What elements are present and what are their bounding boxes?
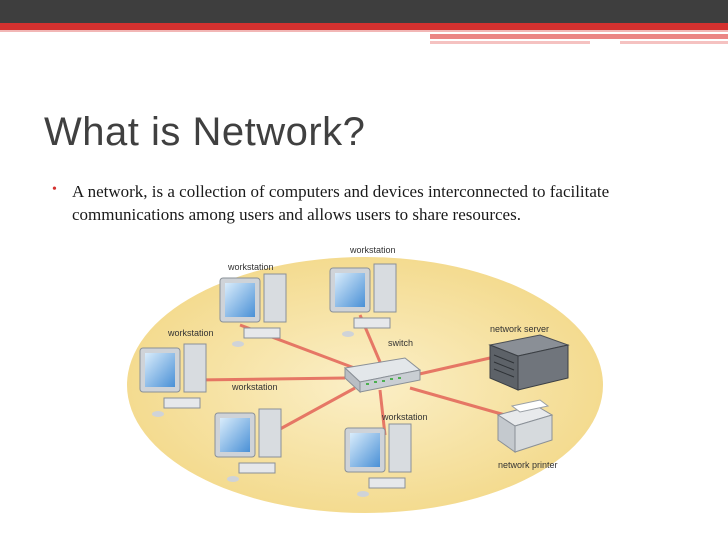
- network-printer: [496, 399, 554, 453]
- workstation-mid-left: [139, 343, 207, 417]
- workstation-top-left: [219, 273, 287, 347]
- label-workstation-top-left: workstation: [227, 262, 274, 272]
- network-diagram: workstation workstation workstation work…: [127, 245, 603, 513]
- label-network-printer: network printer: [498, 460, 558, 470]
- slide-title: What is Network?: [44, 110, 366, 154]
- top-dark-band: [0, 0, 728, 23]
- bullet-item: A network, is a collection of computers …: [72, 182, 610, 224]
- label-workstation-top-center: workstation: [349, 245, 396, 255]
- workstation-bottom-center: [344, 423, 412, 497]
- label-workstation-lower-left: workstation: [231, 382, 278, 392]
- network-switch: [343, 357, 422, 394]
- label-switch: switch: [388, 338, 413, 348]
- top-accent-stripe-thin-right: [620, 41, 728, 44]
- network-server: [488, 334, 570, 391]
- top-light-stripe: [0, 30, 728, 32]
- label-workstation-mid-left: workstation: [167, 328, 214, 338]
- label-network-server: network server: [490, 324, 549, 334]
- bullet-marker: •: [52, 182, 57, 197]
- top-red-band: [0, 23, 728, 30]
- workstation-lower-left: [214, 408, 282, 482]
- top-decoration-bar: [0, 0, 728, 52]
- top-accent-stripe-thin: [430, 41, 590, 44]
- workstation-top-center: [329, 263, 397, 337]
- label-workstation-bottom-center: workstation: [381, 412, 428, 422]
- top-accent-stripe: [430, 34, 728, 39]
